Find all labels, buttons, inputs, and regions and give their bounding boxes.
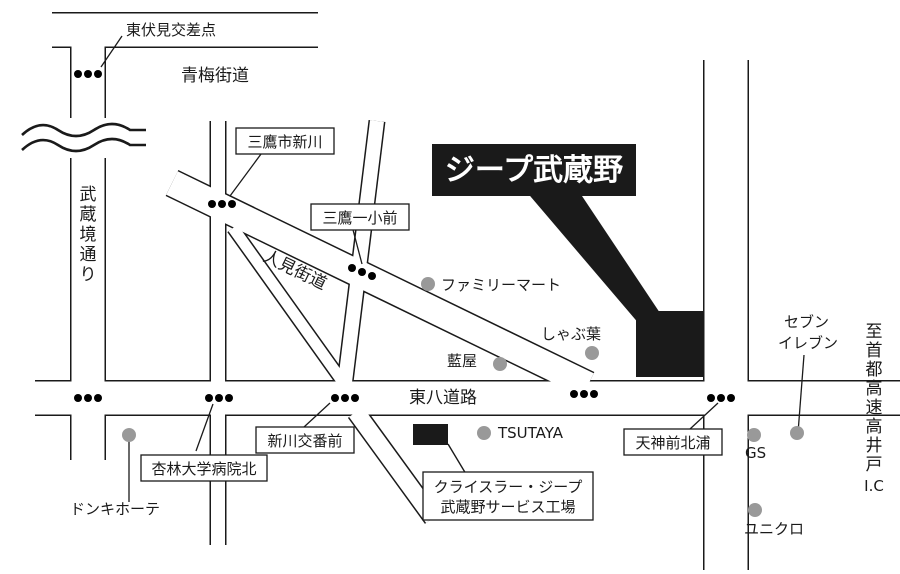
label-shabuyo: しゃぶ葉: [541, 325, 601, 343]
bus-stop-labels: 三鷹市新川 三鷹一小前 杏林大学病院北 新川交番前 天神前北浦 クライスラー・ジ…: [140, 127, 723, 521]
service-factory-marker: [413, 424, 448, 445]
bus-stop-dots: [74, 70, 735, 402]
headline-pointer: [525, 190, 668, 325]
svg-text:境: 境: [80, 225, 97, 245]
label-shinkawa-koban: 新川交番前: [267, 432, 342, 450]
label-higashi-hachi-doro: 東八道路: [409, 388, 477, 408]
label-familymart: ファミリーマート: [441, 276, 561, 294]
shabuyo-dot: [585, 346, 599, 360]
svg-text:首: 首: [866, 341, 883, 361]
headline-title: ジープ武蔵野: [445, 153, 623, 188]
familymart-dot: [421, 277, 435, 291]
svg-text:高: 高: [866, 379, 883, 399]
seven-dot: [790, 426, 804, 440]
label-uniqlo: ユニクロ: [744, 520, 804, 538]
gs-dot: [747, 428, 761, 442]
svg-text:都: 都: [866, 360, 883, 380]
svg-text:武: 武: [80, 185, 97, 205]
label-kyorin-hospital: 杏林大学病院北: [151, 460, 256, 478]
headline-box: [432, 144, 636, 196]
label-musashisakai-dori: 武 蔵 境 通 り: [80, 185, 97, 285]
label-tenjinmae: 天神前北浦: [635, 434, 710, 452]
label-seven-line2: イレブン: [778, 334, 838, 352]
jeep-musashino-marker: [636, 311, 704, 377]
road-interiors: [35, 13, 900, 570]
svg-text:至: 至: [866, 322, 883, 342]
label-donki: ドンキホーテ: [70, 500, 160, 518]
label-gs: GS: [745, 444, 766, 462]
label-mitaka-ichisho: 三鷹一小前: [322, 209, 397, 227]
aiya-dot: [493, 357, 507, 371]
label-seven-line1: セブン: [784, 313, 829, 331]
label-ome-kaido: 青梅街道: [181, 66, 249, 86]
svg-text:戸: 戸: [866, 455, 883, 475]
road-break-waves: [21, 118, 146, 158]
svg-text:蔵: 蔵: [80, 205, 97, 225]
label-leaders: [100, 35, 805, 502]
label-service-factory-line2: 武蔵野サービス工場: [440, 498, 575, 516]
poi-dots: [122, 277, 804, 517]
tsutaya-dot: [477, 426, 491, 440]
label-tsutaya: TSUTAYA: [497, 424, 564, 442]
svg-text:速: 速: [866, 398, 883, 418]
svg-text:I.C: I.C: [864, 477, 884, 495]
donki-dot: [122, 428, 136, 442]
svg-text:り: り: [80, 265, 97, 285]
label-service-factory-line1: クライスラー・ジープ: [434, 478, 583, 496]
label-higashifushimi: 東伏見交差点: [126, 21, 216, 39]
label-aiya: 藍屋: [447, 352, 477, 370]
svg-text:通: 通: [80, 245, 97, 265]
uniqlo-dot: [748, 503, 762, 517]
label-expressway: 至 首 都 高 速 高 井 戸 I.C: [864, 322, 884, 495]
svg-text:高: 高: [866, 417, 883, 437]
label-mitaka-shinkawa: 三鷹市新川: [247, 133, 322, 151]
svg-text:井: 井: [866, 436, 883, 456]
